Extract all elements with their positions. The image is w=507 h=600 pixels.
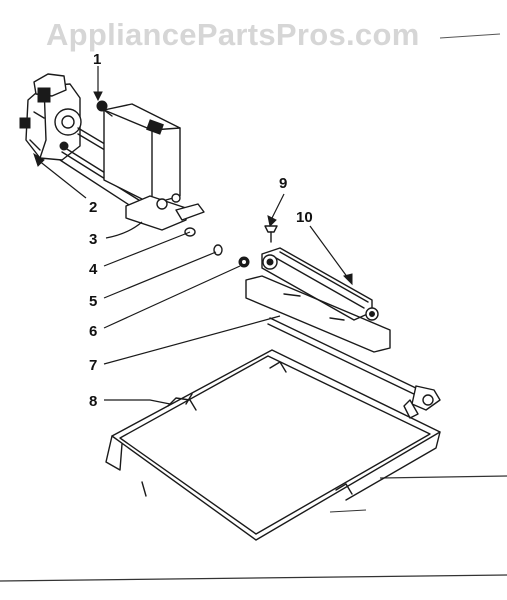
callout-3: 3: [89, 231, 97, 248]
broiler-rack-8: [105, 349, 441, 541]
scan-edge-line-right: [379, 475, 507, 479]
heat-shield: [245, 275, 391, 353]
leader-3: [105, 221, 143, 239]
callout-labels: 1 2 3 4 5 6 7 8 9 10: [89, 51, 313, 410]
scan-edge-line-bottom: [0, 574, 507, 582]
callout-2: 2: [89, 199, 97, 216]
leader-6: [103, 265, 241, 329]
leader-5: [103, 251, 217, 299]
gas-valve-dial-inner: [61, 115, 75, 129]
callout-10: 10: [296, 209, 313, 226]
callout-4: 4: [89, 261, 98, 278]
heat-shield-outline: [245, 275, 391, 353]
gas-valve-dial: [54, 108, 82, 136]
watermark-text: AppliancePartsPros.com: [46, 17, 420, 52]
bracket-slot: [146, 119, 164, 135]
orifice-assembly: [175, 203, 250, 268]
igniter-element: [275, 251, 369, 309]
gas-valve-port: [19, 117, 31, 129]
gas-valve: [19, 73, 82, 161]
callout-7: 7: [89, 357, 97, 374]
rack-hook-top: [269, 361, 287, 373]
igniter-mount-right-hole: [369, 311, 375, 317]
nut-6-hole: [242, 260, 246, 264]
scan-edge-line-top: [439, 33, 501, 39]
leader-1-arrow: [93, 91, 103, 102]
tube-line-b: [61, 151, 143, 203]
leader-2-arrow: [33, 152, 45, 167]
gas-valve-detail: [29, 111, 45, 151]
leader-lines: [33, 66, 353, 405]
rack-left-leg: [105, 435, 123, 471]
leader-4: [103, 231, 191, 267]
leader-10-arrow: [343, 273, 353, 286]
callout-1: 1: [93, 51, 101, 68]
callout-9: 9: [279, 175, 287, 192]
burner-tube-end-hole: [422, 394, 434, 406]
leader-9-arrow: [267, 215, 277, 228]
leader-10: [309, 225, 349, 279]
leader-9: [271, 193, 285, 219]
callout-5: 5: [89, 293, 97, 310]
leader-8: [104, 399, 171, 405]
callout-6: 6: [89, 323, 97, 340]
leader-2: [37, 159, 87, 199]
rack-foot: [141, 481, 147, 497]
callout-8: 8: [89, 393, 97, 410]
burner-tube-7: [267, 317, 441, 419]
burner-tube-body: [267, 317, 421, 397]
screw-1: [96, 100, 113, 117]
rack-outer-frame: [111, 349, 441, 541]
bracket-hole-a: [156, 198, 168, 210]
bracket-hole-b: [171, 193, 181, 203]
screw-9-head: [264, 225, 278, 233]
rack-right-rail: [345, 431, 441, 501]
gas-valve-edge: [39, 85, 47, 159]
rack-hook-left: [167, 393, 197, 411]
gas-valve-connector: [37, 87, 51, 103]
bracket-foot: [125, 195, 187, 231]
rack-hook-right: [335, 483, 353, 495]
tube-line-e: [59, 159, 141, 213]
mounting-bracket: [103, 103, 187, 231]
heat-shield-marks: [283, 293, 345, 321]
orifice-4: [175, 203, 205, 221]
screw-1-shank: [103, 109, 113, 117]
bracket-plate: [103, 103, 181, 205]
scan-mark: [329, 509, 367, 513]
screw-1-head: [96, 100, 108, 112]
igniter-10: [261, 247, 379, 321]
leader-7: [103, 315, 281, 365]
igniter-mount-left-hole: [266, 258, 274, 266]
rack-inner-frame: [119, 355, 431, 535]
screw-9: [264, 225, 278, 243]
spud-5: [213, 244, 223, 256]
